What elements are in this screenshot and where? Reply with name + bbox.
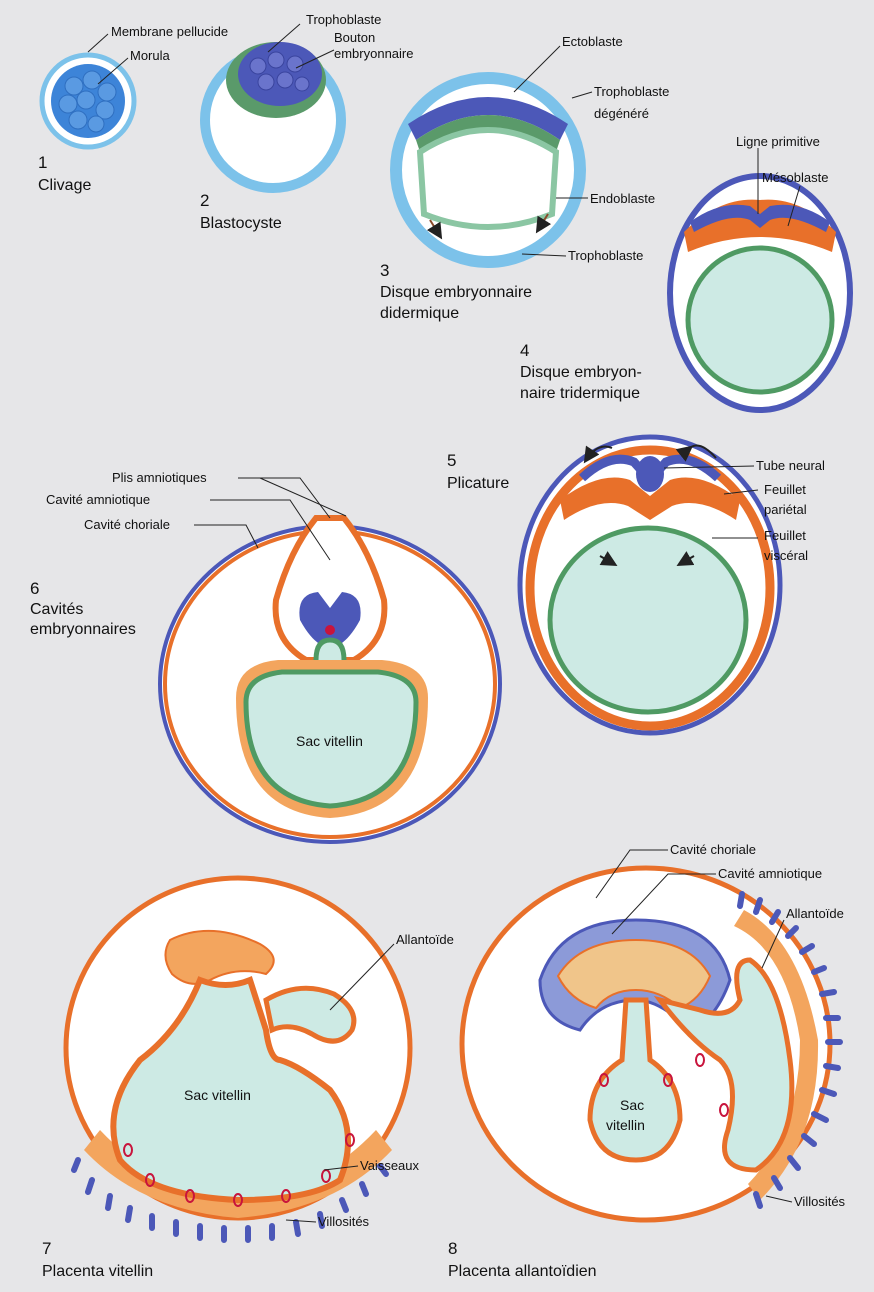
stage-8-number: 8 [448, 1239, 457, 1258]
stage-5-caption: Plicature [447, 475, 509, 492]
label-cavite-choriale-8: Cavité choriale [670, 842, 756, 857]
label-feuillet-parietal-1: Feuillet [764, 482, 806, 497]
gut-connection [316, 640, 344, 660]
label-bouton-2: embryonnaire [334, 46, 414, 61]
stage-3-caption-line1: Disque embryonnaire [380, 284, 532, 301]
yolk-cavity [420, 130, 556, 227]
stage-4-caption-line2: naire tridermique [520, 385, 640, 402]
stage-1-caption: Clivage [38, 177, 91, 194]
stage-1-cleavage [42, 55, 134, 147]
label-plis-amniotiques: Plis amniotiques [112, 470, 207, 485]
label-sac-vitellin-7: Sac vitellin [184, 1087, 251, 1103]
stage-5-number: 5 [447, 451, 456, 470]
label-vaisseaux: Vaisseaux [360, 1158, 420, 1173]
stage-3-caption-line2: didermique [380, 305, 459, 322]
label-cavite-amniotique-6: Cavité amniotique [46, 492, 150, 507]
label-allantoide-8: Allantoïde [786, 906, 844, 921]
label-cavite-amniotique-8: Cavité amniotique [718, 866, 822, 881]
neural-tube [636, 456, 664, 492]
stage-4-number: 4 [520, 341, 529, 360]
label-endoblaste: Endoblaste [590, 191, 655, 206]
label-trophoblaste-deg-2: dégénéré [594, 106, 649, 121]
label-membrane-pellucide: Membrane pellucide [111, 24, 228, 39]
label-morula: Morula [130, 48, 171, 63]
label-sac-vitellin-8-1: Sac [620, 1097, 644, 1113]
notochord [325, 625, 335, 635]
yolk-sac [550, 528, 746, 712]
label-sac-vitellin-8-2: vitellin [606, 1117, 645, 1133]
stage-1-number: 1 [38, 153, 47, 172]
stage-3-number: 3 [380, 261, 389, 280]
label-trophoblaste-2: Trophoblaste [306, 12, 381, 27]
stage-8-caption: Placenta allantoïdien [448, 1263, 597, 1280]
label-feuillet-parietal-2: pariétal [764, 502, 807, 517]
stage-7-number: 7 [42, 1239, 51, 1258]
label-feuillet-visceral-1: Feuillet [764, 528, 806, 543]
leader-membrane-pellucide [88, 34, 108, 52]
label-ligne-primitive: Ligne primitive [736, 134, 820, 149]
yolk-sac [688, 248, 832, 392]
label-villosites-7: Villosités [318, 1214, 370, 1229]
leader-plis-amniotiques-2 [260, 478, 346, 516]
stage-2-number: 2 [200, 191, 209, 210]
stage-6-embryonic-cavities [160, 518, 500, 842]
stage-4-trilaminar-disc [670, 176, 850, 410]
leader-villosites-7 [286, 1220, 316, 1222]
leader-plis-amniotiques [238, 478, 330, 518]
leader-ectoblaste [514, 46, 560, 92]
label-sac-vitellin-6: Sac vitellin [296, 733, 363, 749]
stage-2-blastocyst [205, 42, 341, 188]
label-villosites-8: Villosités [794, 1194, 846, 1209]
label-tube-neural: Tube neural [756, 458, 825, 473]
stage-4-caption-line1: Disque embryon- [520, 364, 642, 381]
label-mesoblaste: Mésoblaste [762, 170, 828, 185]
stage-3-bilaminar-disc [396, 78, 580, 262]
label-allantoide-7: Allantoïde [396, 932, 454, 947]
label-feuillet-visceral-2: viscéral [764, 548, 808, 563]
label-cavite-choriale-6: Cavité choriale [84, 517, 170, 532]
stage-6-number: 6 [30, 579, 39, 598]
stage-6-caption-line1: Cavités [30, 601, 83, 618]
stage-5-folding [520, 437, 780, 733]
stage-7-caption: Placenta vitellin [42, 1263, 153, 1280]
stage-6-caption-line2: embryonnaires [30, 621, 136, 638]
leader-trophoblaste-deg [572, 92, 592, 98]
stage-2-caption: Blastocyste [200, 215, 282, 232]
label-trophoblaste-3: Trophoblaste [568, 248, 643, 263]
label-ectoblaste: Ectoblaste [562, 34, 623, 49]
leader-villosites-8 [766, 1196, 792, 1202]
label-bouton-1: Bouton [334, 30, 375, 45]
stage-7-yolk-placenta [66, 878, 410, 1240]
label-trophoblaste-deg-1: Trophoblaste [594, 84, 669, 99]
